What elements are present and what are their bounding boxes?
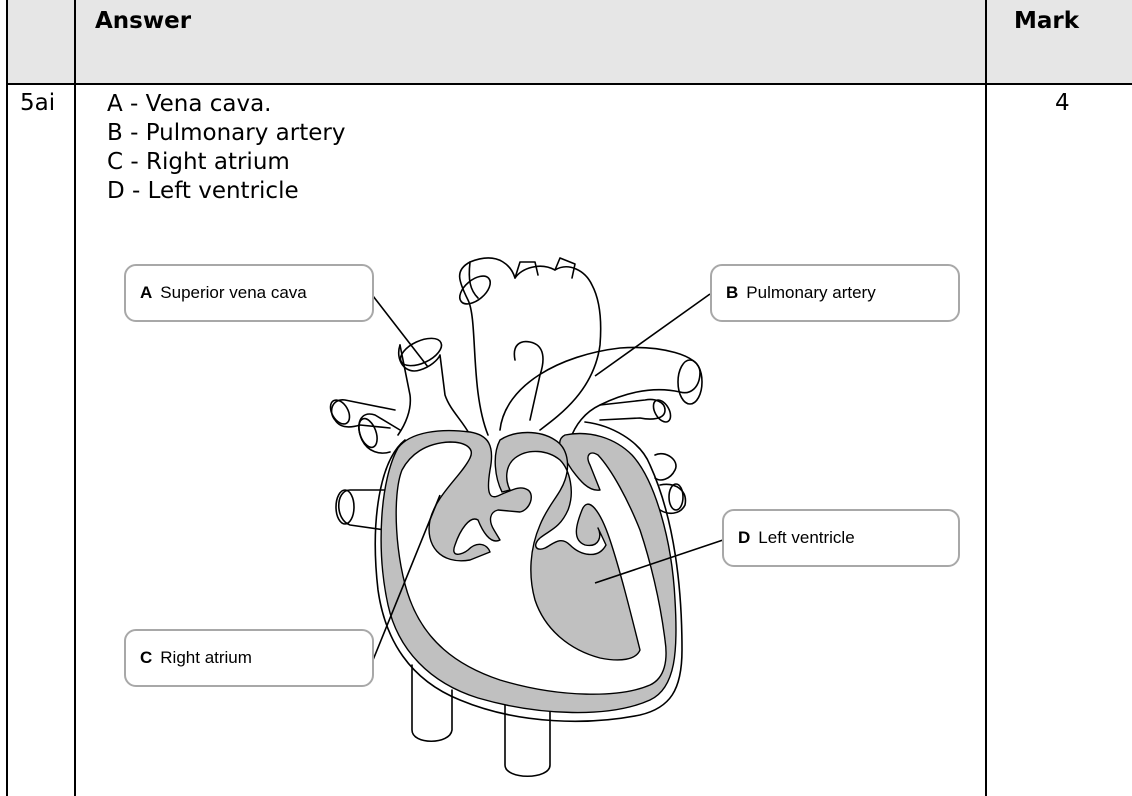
aorta-branch-left-opening bbox=[455, 271, 495, 309]
label-letter-d: D bbox=[738, 528, 750, 548]
aorta-branch-mid bbox=[515, 262, 538, 278]
label-superior-vena-cava: A Superior vena cava bbox=[124, 264, 374, 322]
label-letter-c: C bbox=[140, 648, 152, 668]
label-left-ventricle: D Left ventricle bbox=[722, 509, 960, 567]
label-right-atrium: C Right atrium bbox=[124, 629, 374, 687]
label-pulmonary-artery: B Pulmonary artery bbox=[710, 264, 960, 322]
label-letter-b: B bbox=[726, 283, 738, 303]
label-text-a: Superior vena cava bbox=[160, 283, 306, 303]
pulmonary-artery bbox=[500, 347, 700, 440]
right-heart-wall bbox=[381, 431, 676, 713]
label-text-b: Pulmonary artery bbox=[746, 283, 875, 303]
pointer-line-b bbox=[595, 294, 710, 376]
label-text-d: Left ventricle bbox=[758, 528, 854, 548]
label-letter-a: A bbox=[140, 283, 152, 303]
aorta bbox=[460, 258, 601, 435]
label-text-c: Right atrium bbox=[160, 648, 252, 668]
